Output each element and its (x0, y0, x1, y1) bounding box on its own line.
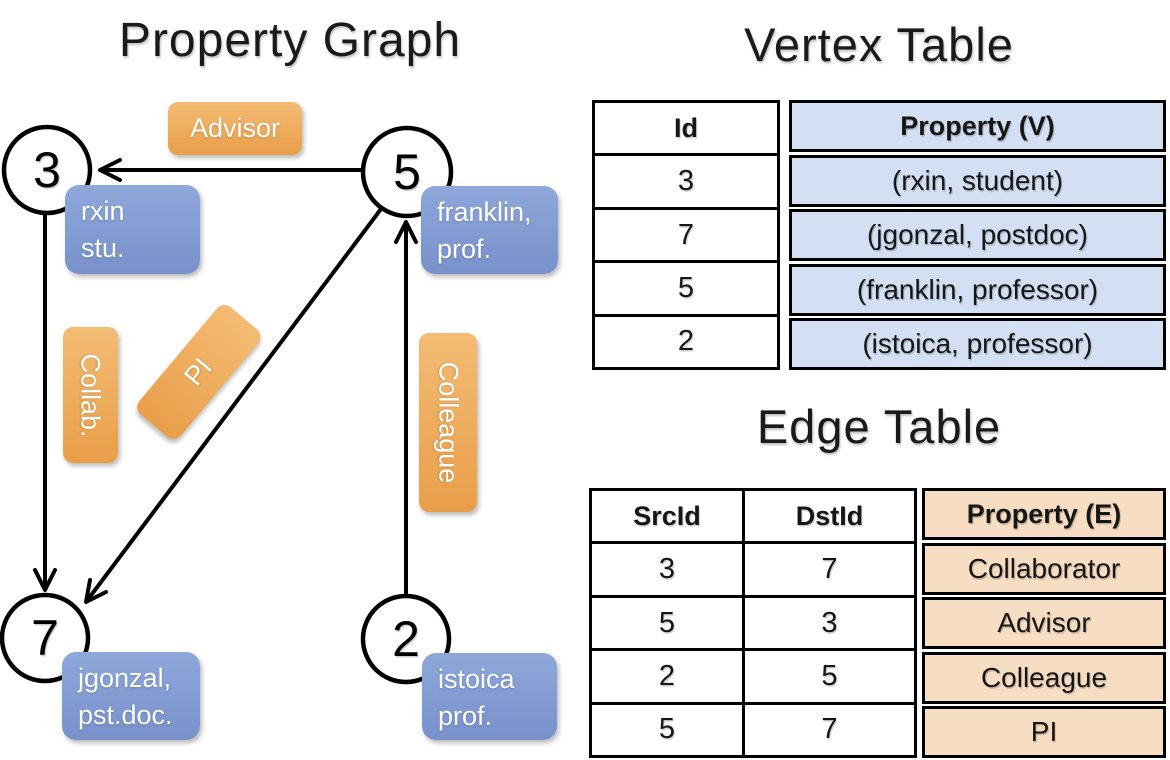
edge-label-advisor-text: Advisor (189, 113, 281, 143)
edge-label-colleague: Colleague (419, 333, 477, 512)
edge-row-dstid: 7 (742, 544, 914, 595)
vertex-prop-5-line1: franklin, (437, 197, 532, 227)
vertex-row-id: 3 (677, 165, 695, 198)
vertex-prop-2-line1: istoica (438, 664, 515, 694)
vertex-table-title: Vertex Table (744, 18, 1014, 71)
edge-pi-5-to-7 (84, 207, 383, 604)
edge-row-property: PI (922, 706, 1166, 758)
edge-col-header-srcid: SrcId (633, 500, 701, 531)
edge-col-header-property: Property (E) (922, 488, 1166, 540)
vertex-prop-5-line2: prof. (437, 234, 492, 264)
vertex-prop-3-line1: rxin (81, 196, 125, 226)
edge-row-srcid: 3 (658, 553, 676, 586)
edge-row-dstid: 3 (742, 597, 914, 649)
edge-row-dstid: 5 (742, 651, 914, 702)
edge-col-header-dstid: DstId (742, 491, 914, 542)
edge-label-collab: Collab. (63, 327, 118, 463)
vertex-table-property-column: Property (V) (rxin, student) (jgonzal, p… (789, 100, 1166, 370)
edge-table-id-columns: SrcId DstId 3 7 5 3 2 5 5 7 (589, 488, 917, 758)
vertex-col-header-id: Id (674, 112, 698, 143)
vertex-prop-box-2: istoica prof. (422, 653, 557, 740)
edge-row-srcid: 2 (658, 659, 676, 692)
edge-table-property-column: Property (E) Collaborator Advisor Collea… (922, 488, 1166, 758)
vertex-prop-box-5: franklin, prof. (421, 186, 558, 274)
edge-row-property: Advisor (922, 597, 1166, 649)
vertex-row-property: (istoica, professor) (789, 318, 1166, 370)
node-id-2: 2 (392, 611, 420, 667)
edge-label-collab-text: Collab. (76, 352, 107, 438)
vertex-row-id: 7 (677, 218, 695, 251)
vertex-prop-7-line1: jgonzal, (78, 663, 172, 693)
vertex-prop-7-line2: pst.doc. (78, 700, 173, 730)
vertex-row-property: (rxin, student) (789, 154, 1166, 207)
vertex-row-property: (jgonzal, postdoc) (789, 209, 1166, 261)
edge-label-advisor: Advisor (168, 102, 302, 155)
vertex-row-id: 5 (677, 271, 695, 304)
edge-row-srcid: 5 (658, 606, 676, 639)
edge-label-colleague-text: Colleague (433, 361, 464, 484)
vertex-prop-box-3: rxin stu. (65, 185, 200, 274)
vertex-prop-2-line2: prof. (438, 701, 493, 731)
vertex-row-property: (franklin, professor) (789, 263, 1166, 316)
vertex-prop-3-line2: stu. (81, 233, 125, 263)
node-id-3: 3 (33, 142, 61, 198)
vertex-row-id: 2 (677, 325, 695, 358)
edge-row-property: Colleague (922, 651, 1166, 704)
edge-row-property: Collaborator (922, 542, 1166, 595)
node-id-5: 5 (393, 144, 421, 200)
vertex-table-id-column: Id 3 7 5 2 (592, 100, 780, 370)
edge-row-srcid: 5 (658, 713, 676, 746)
edge-table-title: Edge Table (756, 400, 1002, 453)
edge-row-dstid: 7 (742, 704, 914, 756)
property-graph-title: Property Graph (118, 14, 462, 67)
vertex-col-header-property: Property (V) (789, 100, 1166, 152)
edge-label-pi-text: PI (178, 352, 219, 392)
node-id-7: 7 (31, 610, 59, 666)
vertex-prop-box-7: jgonzal, pst.doc. (62, 652, 200, 740)
